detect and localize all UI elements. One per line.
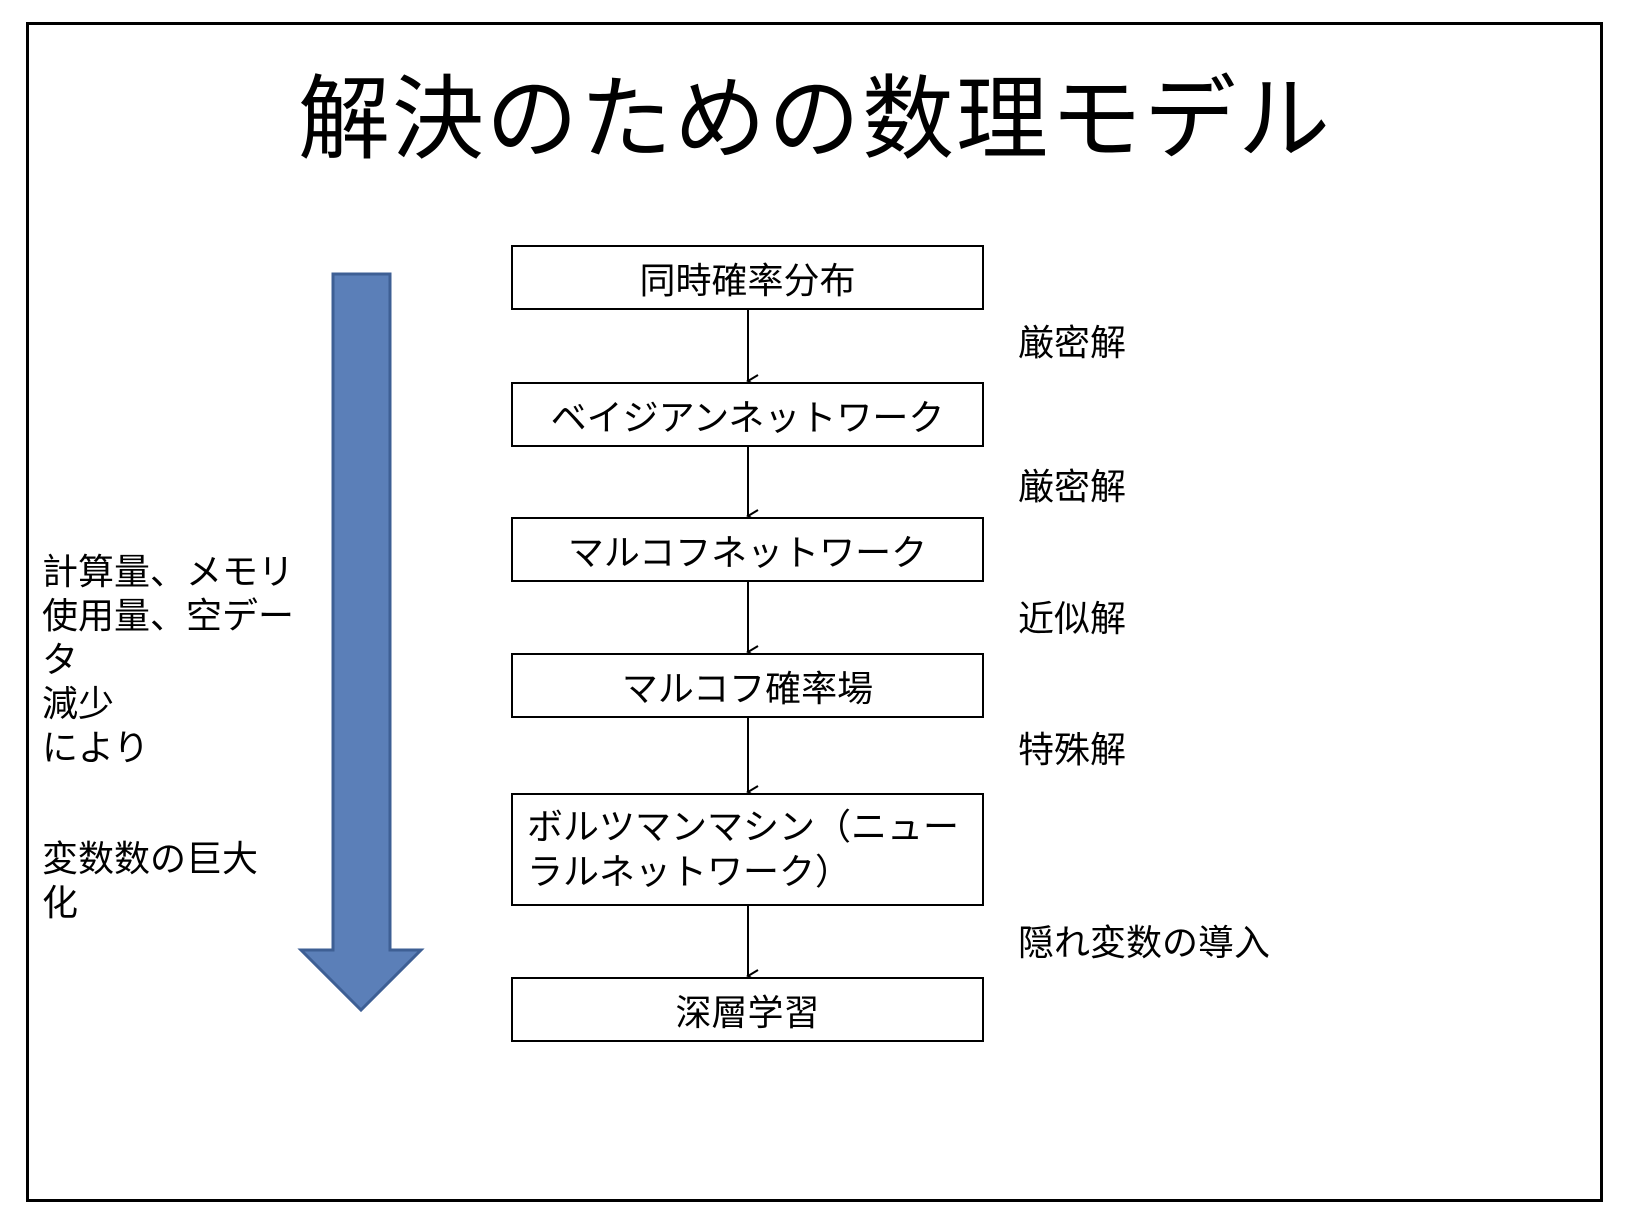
side-note-line: により (42, 728, 150, 769)
side-note-group-2: 変数数の巨大 化 (42, 838, 258, 926)
side-note-line: 減少 (42, 684, 115, 725)
flow-box-deep-learning: 深層学習 (511, 977, 984, 1042)
flow-box-label: マルコフ確率場 (621, 668, 874, 710)
flow-box-label-line2: ラルネットワーク） (527, 851, 852, 893)
side-note-line: 使用量、空デー (42, 596, 295, 637)
side-note-line: タ (42, 640, 79, 681)
flow-box-bayesian-network: ベイジアンネットワーク (511, 382, 984, 447)
flow-box-boltzmann-machine: ボルツマンマシン（ニュー ラルネットワーク） (511, 793, 984, 906)
flow-box-label: マルコフネットワーク (567, 532, 928, 574)
flow-box-label: 深層学習 (675, 992, 820, 1034)
transition-label-3: 近似解 (1018, 599, 1127, 640)
flow-box-label: ベイジアンネットワーク (550, 397, 945, 439)
transition-label-1: 厳密解 (1018, 323, 1127, 364)
transition-label-4: 特殊解 (1018, 730, 1127, 771)
transition-label-2: 厳密解 (1018, 467, 1127, 508)
slide-title: 解決のための数理モデル (297, 66, 1332, 173)
side-note-line: 計算量、メモリ (42, 552, 295, 593)
flow-box-label: 同時確率分布 (639, 260, 856, 302)
side-note-line: 変数数の巨大 (42, 839, 259, 880)
transition-label-5: 隠れ変数の導入 (1018, 923, 1271, 964)
flow-box-label-line1: ボルツマンマシン（ニュー (527, 806, 960, 848)
side-note-group-1: 計算量、メモリ 使用量、空デー タ 減少 により (42, 551, 294, 771)
flow-box-markov-network: マルコフネットワーク (511, 517, 984, 582)
flow-box-joint-probability: 同時確率分布 (511, 245, 984, 310)
flow-box-markov-random-field: マルコフ確率場 (511, 653, 984, 718)
big-down-arrow (297, 272, 425, 1013)
side-note-line: 化 (42, 883, 79, 924)
